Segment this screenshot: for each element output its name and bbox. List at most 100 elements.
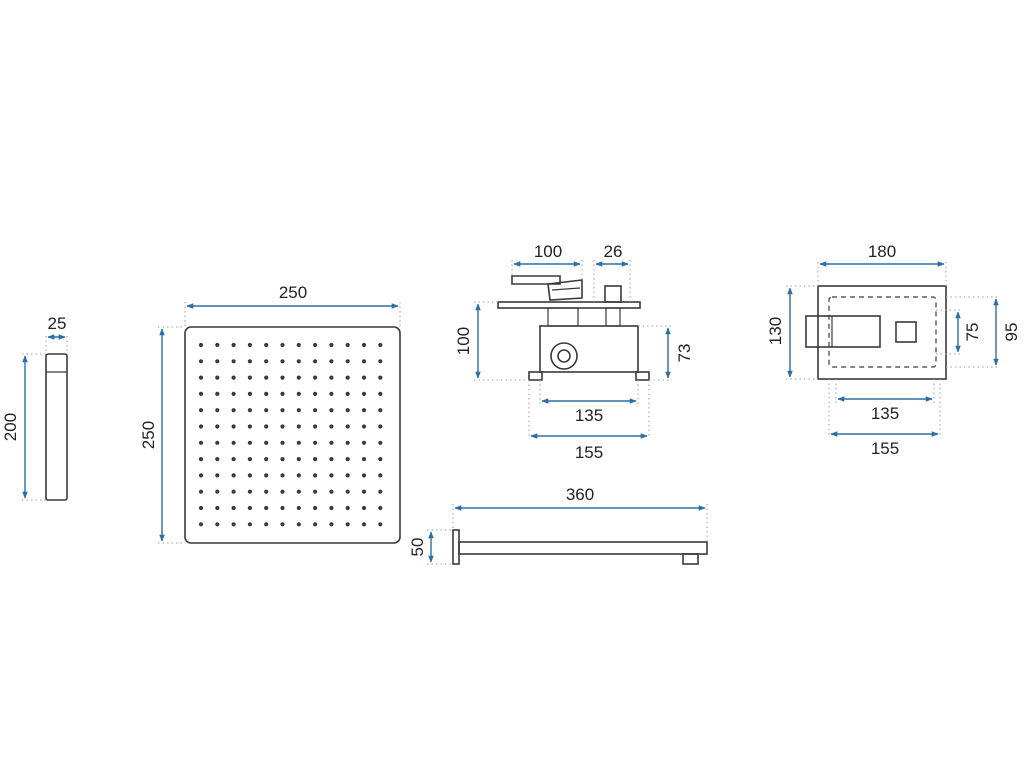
nozzle-dot <box>345 440 350 445</box>
nozzle-dot <box>247 359 252 364</box>
nozzle-dot <box>345 505 350 511</box>
nozzle-dot <box>264 440 269 445</box>
nozzle-dot <box>329 473 334 478</box>
nozzle-dot <box>361 391 367 396</box>
nozzle-dot <box>264 408 269 413</box>
nozzle-dot <box>247 473 252 478</box>
nozzle-dot <box>329 440 334 445</box>
nozzle-dot <box>345 457 350 462</box>
nozzle-dot <box>198 489 204 494</box>
mixer-plate-lever <box>805 315 881 348</box>
nozzle-dot <box>378 473 383 478</box>
hand-shower-height-label: 200 <box>1 413 20 441</box>
mixer-lever-body <box>547 279 583 301</box>
shower-arm-drawing: 360 50 <box>408 485 708 565</box>
nozzle-dot <box>313 408 318 413</box>
nozzle-dot <box>198 342 204 348</box>
mixer-plate-hidden-box <box>828 296 937 368</box>
mixer-valve-outer <box>550 342 578 370</box>
nozzle-dot <box>361 440 367 445</box>
shower-head-width-label: 250 <box>279 283 307 302</box>
nozzle-dot <box>296 522 301 527</box>
nozzle-dot <box>247 391 252 396</box>
plate-width-label: 180 <box>868 242 896 261</box>
nozzle-dot <box>313 505 318 511</box>
nozzle-dot <box>280 375 285 380</box>
nozzle-dot <box>378 424 383 429</box>
nozzle-dot <box>231 375 236 380</box>
nozzle-dot <box>345 342 350 348</box>
shower-arm-length-label: 360 <box>566 485 594 504</box>
nozzle-dot <box>247 424 252 429</box>
mixer-plate-drawing: 180 130 75 95 135 155 <box>766 242 1021 458</box>
nozzle-dot <box>280 359 285 364</box>
nozzle-dot <box>296 359 301 364</box>
nozzle-dot <box>280 440 285 445</box>
nozzle-dot <box>345 375 350 380</box>
nozzle-dot <box>215 424 220 429</box>
nozzle-dot <box>198 473 204 478</box>
nozzle-dot <box>313 457 318 462</box>
nozzle-dot <box>345 424 350 429</box>
nozzle-dot <box>329 375 334 380</box>
nozzle-dot <box>264 359 269 364</box>
plate-outer-width-label: 155 <box>871 439 899 458</box>
mixer-outlet-label: 26 <box>604 242 623 261</box>
nozzle-dot <box>264 375 269 380</box>
nozzle-dot <box>280 489 285 494</box>
nozzle-dot <box>231 489 236 494</box>
nozzle-dot <box>313 440 318 445</box>
nozzle-dot <box>247 489 252 494</box>
nozzle-dot <box>280 457 285 462</box>
nozzle-dot <box>329 505 334 511</box>
nozzle-dot <box>345 391 350 396</box>
nozzle-dot <box>264 391 269 396</box>
nozzle-dot <box>280 522 285 527</box>
nozzle-dot <box>378 505 383 511</box>
nozzle-dot <box>264 342 269 348</box>
nozzle-dot <box>264 505 269 511</box>
plate-inner-height-label: 75 <box>963 323 982 342</box>
nozzle-dot <box>231 505 236 511</box>
nozzle-dot <box>329 342 334 348</box>
nozzle-dot <box>345 489 350 494</box>
nozzle-dot <box>313 522 318 527</box>
nozzle-dot <box>215 359 220 364</box>
nozzle-dot <box>361 342 367 348</box>
nozzle-dot <box>198 408 204 413</box>
mixer-foot-left <box>528 371 543 381</box>
nozzle-dot <box>296 408 301 413</box>
nozzle-dot <box>296 505 301 511</box>
nozzle-dot <box>361 375 367 380</box>
nozzle-dot <box>198 391 204 396</box>
mixer-cover-plate <box>497 301 641 309</box>
shower-arm-tube <box>458 541 708 555</box>
mixer-foot-right <box>635 371 650 381</box>
nozzle-dot <box>329 522 334 527</box>
nozzle-dot <box>329 408 334 413</box>
mixer-housing <box>539 325 639 373</box>
shower-arm-height-label: 50 <box>408 538 427 557</box>
nozzle-dot <box>378 440 383 445</box>
mixer-valve-inner <box>557 349 571 363</box>
nozzle-dot <box>378 359 383 364</box>
nozzle-dot <box>345 473 350 478</box>
mixer-plate-outline <box>817 285 947 380</box>
mixer-handle-label: 100 <box>534 242 562 261</box>
nozzle-dot <box>215 391 220 396</box>
nozzle-dot <box>198 457 204 462</box>
shower-head-plate <box>184 326 401 544</box>
nozzle-dot <box>215 457 220 462</box>
hand-shower-width-label: 25 <box>48 314 67 333</box>
nozzle-dot <box>378 342 383 348</box>
nozzle-dot <box>198 375 204 380</box>
mixer-body-height-label: 73 <box>675 344 694 363</box>
mixer-front-drawing: 100 26 100 73 135 155 <box>454 242 694 462</box>
plate-inner-width-label: 135 <box>871 404 899 423</box>
mixer-outlet <box>604 285 622 303</box>
nozzle-dot <box>247 440 252 445</box>
nozzle-dot <box>345 408 350 413</box>
nozzle-dot <box>345 359 350 364</box>
plate-height-label: 130 <box>766 317 785 345</box>
nozzle-dot <box>296 391 301 396</box>
